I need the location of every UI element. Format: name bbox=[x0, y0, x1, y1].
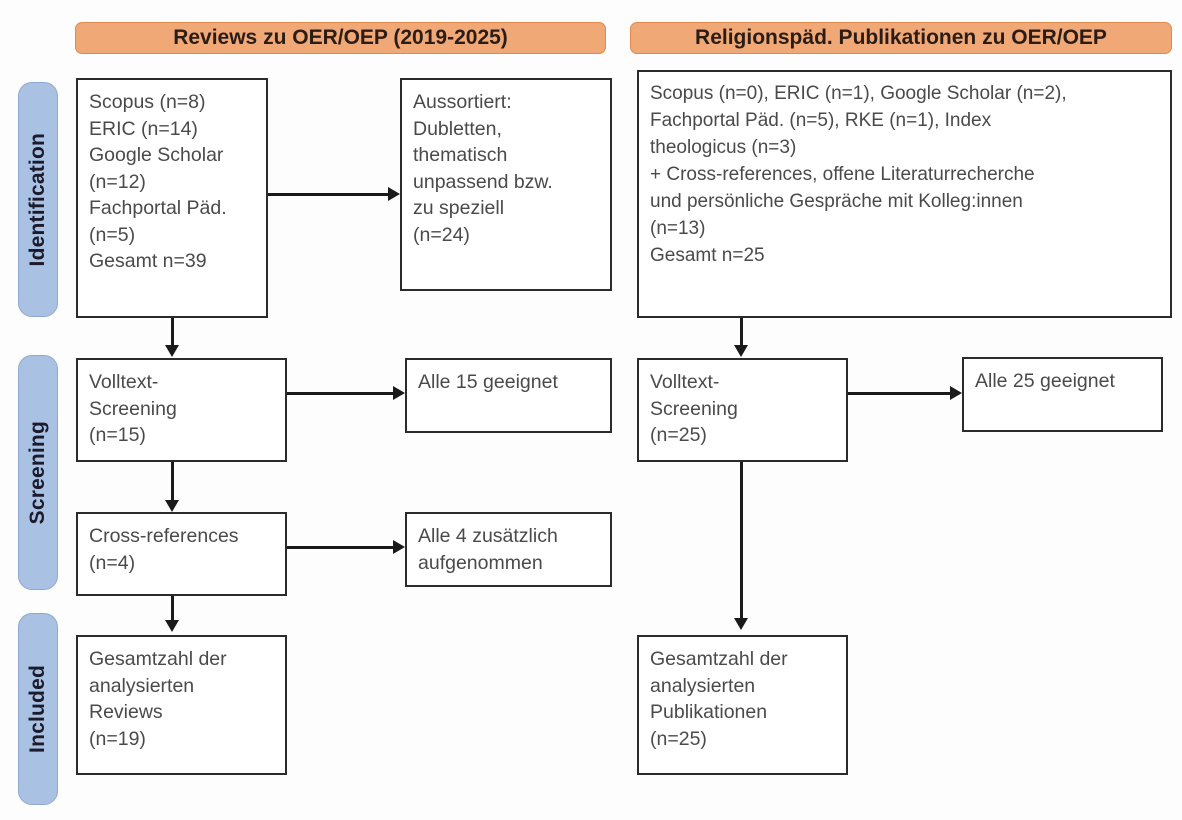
box-left-included-line-3: Reviews bbox=[89, 701, 163, 724]
box-right-sources: Scopus (n=0), ERIC (n=1), Google Scholar… bbox=[637, 70, 1172, 318]
box-left-crossreferences-result-line-2: aufgenommen bbox=[418, 551, 543, 574]
box-right-sources-line-6: (n=13) bbox=[650, 217, 706, 239]
connector-left-crossrefs-to-result bbox=[287, 546, 393, 549]
box-left-fulltext-line-2: Screening bbox=[89, 397, 177, 420]
box-left-crossreferences-line-2: (n=4) bbox=[89, 551, 136, 574]
phase-label-included: Included bbox=[18, 613, 58, 805]
box-right-fulltext-result-line-1: Alle 25 geeignet bbox=[975, 370, 1115, 392]
box-right-sources-line-3: theologicus (n=3) bbox=[650, 136, 797, 158]
box-left-excluded-line-6: (n=24) bbox=[413, 223, 470, 246]
box-left-fulltext-result: Alle 15 geeignet bbox=[405, 358, 612, 433]
box-left-sources-line-1: Scopus (n=8) bbox=[89, 91, 206, 113]
phase-label-screening-text: Screening bbox=[26, 420, 49, 525]
arrowhead-left-crossrefs-to-included bbox=[165, 620, 179, 632]
box-left-excluded-line-2: Dubletten, bbox=[413, 117, 502, 140]
connector-left-sources-to-fulltext bbox=[171, 318, 174, 348]
arrowhead-right-fulltext-to-included bbox=[734, 618, 748, 630]
box-left-excluded: Aussortiert: Dubletten, thematisch unpas… bbox=[400, 78, 612, 291]
box-left-included-line-1: Gesamtzahl der bbox=[89, 648, 227, 670]
box-left-crossreferences-line-1: Cross-references bbox=[89, 525, 239, 547]
box-left-sources-line-5: Fachportal Päd. bbox=[89, 197, 227, 220]
connector-left-crossrefs-to-included bbox=[171, 596, 174, 624]
box-right-sources-line-7: Gesamt n=25 bbox=[650, 244, 765, 266]
phase-label-screening: Screening bbox=[18, 355, 58, 590]
box-right-included-line-2: analysierten bbox=[650, 674, 756, 697]
box-left-sources-line-2: ERIC (n=14) bbox=[89, 117, 198, 140]
box-left-excluded-line-3: thematisch bbox=[413, 144, 508, 167]
box-left-included-line-2: analysierten bbox=[89, 674, 195, 697]
box-left-excluded-line-4: unpassend bzw. bbox=[413, 170, 553, 193]
connector-right-fulltext-to-included bbox=[740, 462, 743, 620]
box-left-crossreferences-result-line-1: Alle 4 zusätzlich bbox=[418, 525, 558, 547]
box-right-fulltext-line-2: Screening bbox=[650, 397, 738, 420]
box-left-sources-line-4: (n=12) bbox=[89, 170, 146, 193]
box-left-included-total: Gesamtzahl der analysierten Reviews (n=1… bbox=[76, 635, 287, 775]
box-right-sources-line-5: und persönliche Gespräche mit Kolleg:inn… bbox=[650, 190, 1023, 212]
box-left-sources-line-7: Gesamt n=39 bbox=[89, 250, 207, 273]
connector-right-sources-to-fulltext bbox=[740, 318, 743, 348]
arrowhead-left-fulltext-to-crossrefs bbox=[165, 500, 179, 512]
box-left-included-line-4: (n=19) bbox=[89, 727, 146, 750]
box-right-fulltext-result: Alle 25 geeignet bbox=[962, 357, 1163, 432]
connector-right-fulltext-to-result bbox=[848, 392, 950, 395]
connector-left-sources-to-excluded bbox=[268, 193, 388, 196]
box-left-sources-line-3: Google Scholar bbox=[89, 144, 224, 167]
phase-label-identification-text: Identification bbox=[26, 132, 49, 267]
column-header-religionspaed: Religionspäd. Publikationen zu OER/OEP bbox=[630, 22, 1172, 54]
box-left-fulltext-result-line-1: Alle 15 geeignet bbox=[418, 371, 558, 393]
box-left-sources-line-6: (n=5) bbox=[89, 223, 136, 246]
column-header-religionspaed-text: Religionspäd. Publikationen zu OER/OEP bbox=[695, 26, 1107, 49]
column-header-reviews-text: Reviews zu OER/OEP (2019-2025) bbox=[173, 26, 508, 49]
box-left-crossreferences: Cross-references (n=4) bbox=[76, 512, 287, 596]
box-left-fulltext-screening: Volltext- Screening (n=15) bbox=[76, 358, 287, 462]
box-right-sources-line-1: Scopus (n=0), ERIC (n=1), Google Scholar… bbox=[650, 83, 1067, 104]
box-left-fulltext-line-3: (n=15) bbox=[89, 424, 146, 447]
box-right-included-line-1: Gesamtzahl der bbox=[650, 648, 788, 670]
box-left-excluded-line-5: zu speziell bbox=[413, 197, 505, 220]
box-right-fulltext-line-1: Volltext- bbox=[650, 371, 720, 393]
phase-label-included-text: Included bbox=[26, 665, 49, 753]
box-left-crossreferences-result: Alle 4 zusätzlich aufgenommen bbox=[405, 512, 612, 587]
box-right-included-total: Gesamtzahl der analysierten Publikatione… bbox=[637, 635, 848, 775]
box-right-fulltext-line-3: (n=25) bbox=[650, 424, 707, 447]
arrowhead-left-fulltext-to-result bbox=[393, 386, 405, 400]
connector-left-fulltext-to-result bbox=[287, 392, 393, 395]
box-left-fulltext-line-1: Volltext- bbox=[89, 371, 159, 393]
connector-left-fulltext-to-crossrefs bbox=[171, 462, 174, 506]
box-right-sources-line-4: + Cross-references, offene Literaturrech… bbox=[650, 163, 1035, 185]
box-left-excluded-line-1: Aussortiert: bbox=[413, 91, 512, 113]
box-left-sources: Scopus (n=8) ERIC (n=14) Google Scholar … bbox=[76, 78, 268, 318]
box-right-sources-line-2: Fachportal Päd. (n=5), RKE (n=1), Index bbox=[650, 109, 992, 131]
arrowhead-right-sources-to-fulltext bbox=[734, 345, 748, 357]
phase-label-identification: Identification bbox=[18, 82, 58, 317]
box-right-fulltext-screening: Volltext- Screening (n=25) bbox=[637, 358, 848, 462]
arrowhead-left-sources-to-excluded bbox=[388, 187, 400, 201]
column-header-reviews: Reviews zu OER/OEP (2019-2025) bbox=[75, 22, 606, 54]
arrowhead-left-sources-to-fulltext bbox=[165, 345, 179, 357]
box-right-included-line-3: Publikationen bbox=[650, 701, 768, 724]
arrowhead-right-fulltext-to-result bbox=[950, 386, 962, 400]
box-right-included-line-4: (n=25) bbox=[650, 727, 707, 750]
arrowhead-left-crossrefs-to-result bbox=[393, 540, 405, 554]
